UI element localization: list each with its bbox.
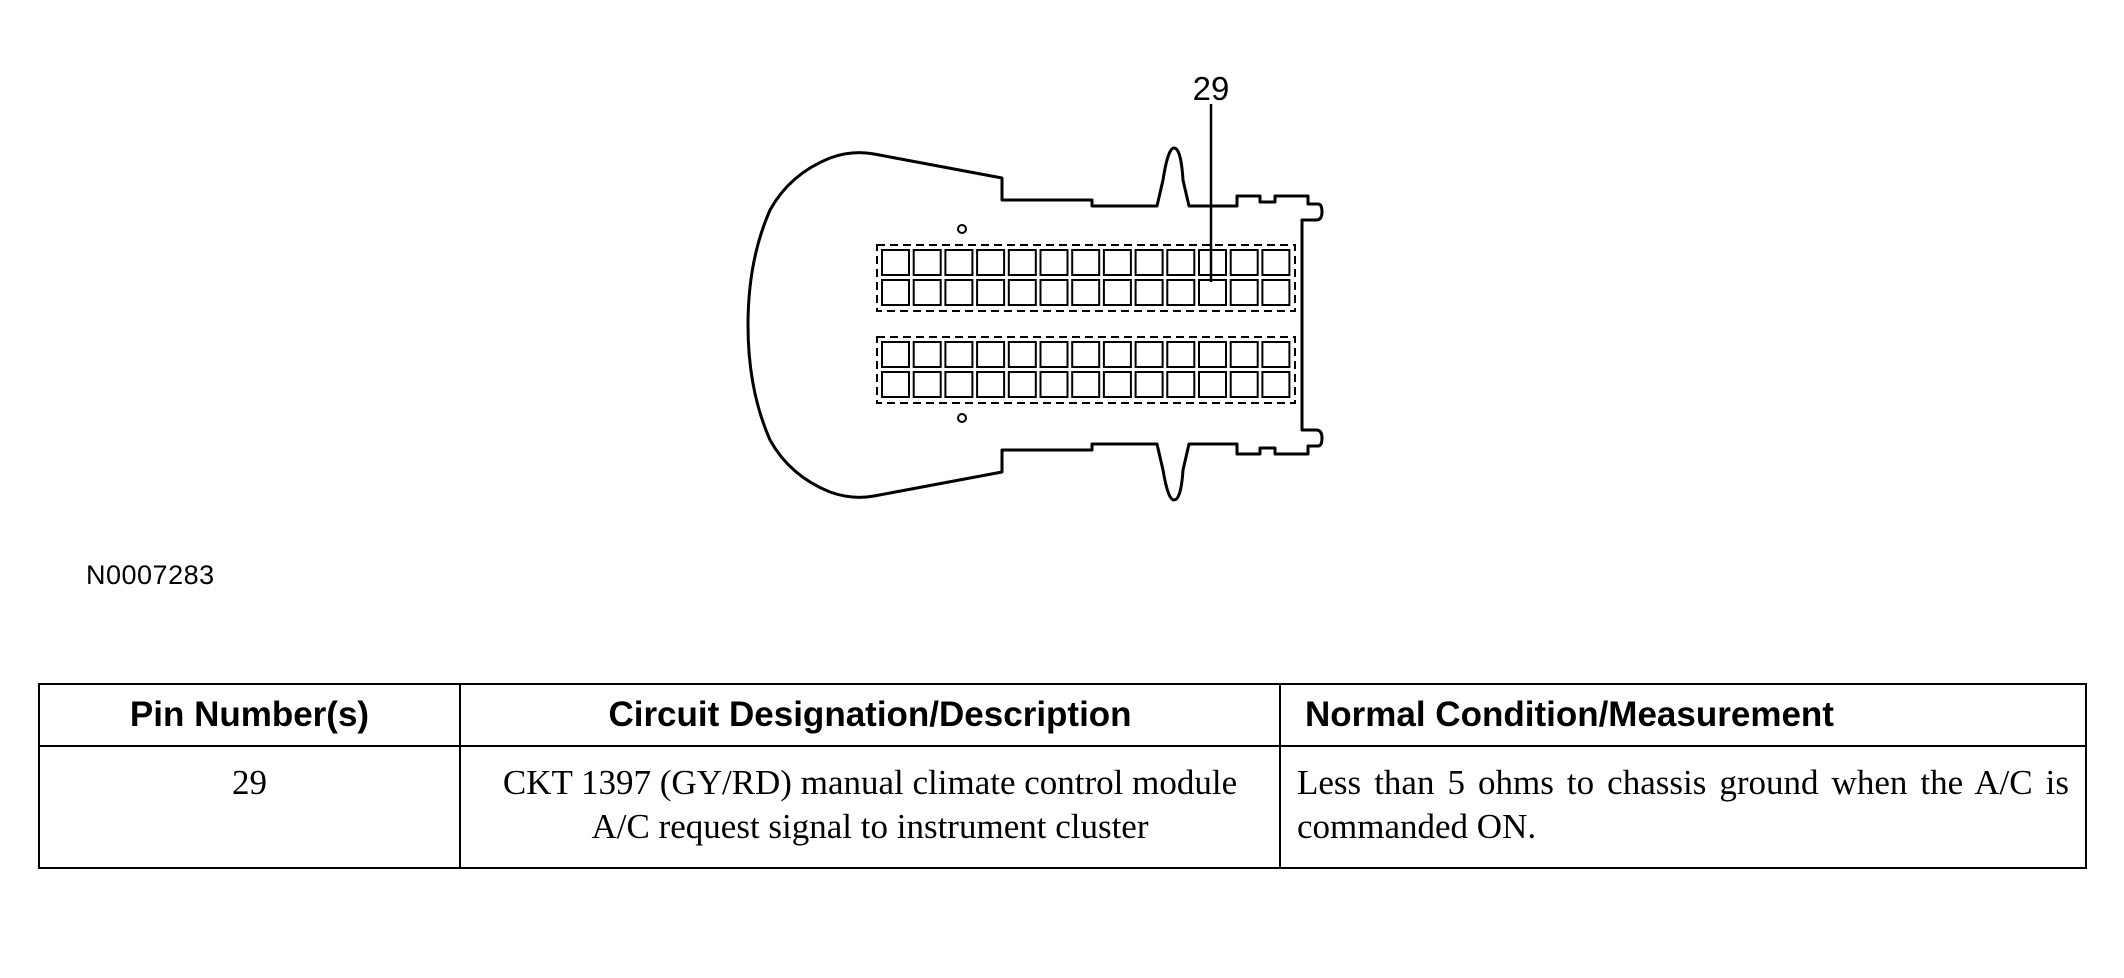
pin-cavity — [1229, 341, 1259, 368]
pin-cavity — [976, 341, 1006, 368]
pin-table: Pin Number(s) Circuit Designation/Descri… — [38, 683, 2087, 869]
pin-cavity — [1166, 279, 1196, 306]
table-row: 29 CKT 1397 (GY/RD) manual climate contr… — [38, 745, 2087, 869]
pin-group-outline-lower — [876, 336, 1296, 404]
pin-cavity — [1071, 341, 1101, 368]
pin-cavity — [1102, 249, 1132, 276]
pin-cavity — [1198, 279, 1227, 306]
pin-cavity — [1007, 249, 1037, 276]
pin-cavity — [912, 249, 942, 276]
pin-cavity — [881, 279, 910, 306]
connector-diagram: 29 — [746, 70, 1324, 502]
pin-cavity — [944, 371, 974, 398]
pin-cavity — [1198, 371, 1227, 398]
pin-cavity — [1166, 341, 1196, 368]
pin-cavity — [976, 249, 1006, 276]
pin-cavity — [1229, 249, 1259, 276]
polarization-dot-top — [957, 224, 967, 234]
pin-cavity — [1261, 371, 1291, 398]
pin-cavity — [1261, 249, 1291, 276]
pin-cavity — [976, 279, 1006, 306]
pin-cavity — [1039, 279, 1069, 306]
pin-cavity — [1102, 341, 1132, 368]
pin-cavity — [1071, 371, 1101, 398]
pin-group-outline-upper — [876, 244, 1296, 312]
pin-cavity — [1039, 249, 1069, 276]
cell-pin-number: 29 — [38, 745, 461, 869]
pin-cavity — [881, 371, 910, 398]
pin-cavity — [1102, 279, 1132, 306]
pin-cavity — [912, 279, 942, 306]
pin-cavity — [1134, 371, 1164, 398]
pin-cavities — [881, 249, 1291, 398]
pin-cavity — [881, 341, 910, 368]
figure-id: N0007283 — [86, 560, 215, 590]
pin-cavity — [944, 341, 974, 368]
pin-cavity — [1039, 371, 1069, 398]
pin-cavity — [1166, 371, 1196, 398]
pin-cavity — [944, 279, 974, 306]
pin-cavity — [1198, 249, 1227, 276]
pin-cavity — [1134, 279, 1164, 306]
pin-cavity — [1229, 371, 1259, 398]
pin-cavity — [1166, 249, 1196, 276]
pin-cavity — [1071, 249, 1101, 276]
pin-cavity — [1007, 279, 1037, 306]
pin-cavity — [1102, 371, 1132, 398]
pin-cavity — [1134, 341, 1164, 368]
polarization-dot-bottom — [957, 413, 967, 423]
pin-cavity — [976, 371, 1006, 398]
pin-cavity — [1071, 279, 1101, 306]
pin-cavity — [1007, 341, 1037, 368]
callout-label-29: 29 — [1193, 70, 1230, 107]
pin-cavity — [881, 249, 910, 276]
pin-cavity — [1229, 279, 1259, 306]
cell-normal-condition: Less than 5 ohms to chassis ground when … — [1279, 745, 2087, 869]
pin-cavity — [1261, 341, 1291, 368]
pin-cavity — [1261, 279, 1291, 306]
cell-circuit-description: CKT 1397 (GY/RD) manual climate control … — [459, 745, 1281, 869]
header-normal-condition: Normal Condition/Measurement — [1279, 683, 2087, 747]
header-circuit-designation: Circuit Designation/Description — [459, 683, 1281, 747]
pin-cavity — [944, 249, 974, 276]
table-header-row: Pin Number(s) Circuit Designation/Descri… — [38, 683, 2087, 747]
pin-cavity — [912, 371, 942, 398]
pin-cavity — [1039, 341, 1069, 368]
connector-housing-outline — [746, 146, 1324, 502]
pin-cavity — [1007, 371, 1037, 398]
pin-cavity — [912, 341, 942, 368]
header-pin-numbers: Pin Number(s) — [38, 683, 461, 747]
pin-cavity — [1198, 341, 1227, 368]
pin-cavity — [1134, 249, 1164, 276]
